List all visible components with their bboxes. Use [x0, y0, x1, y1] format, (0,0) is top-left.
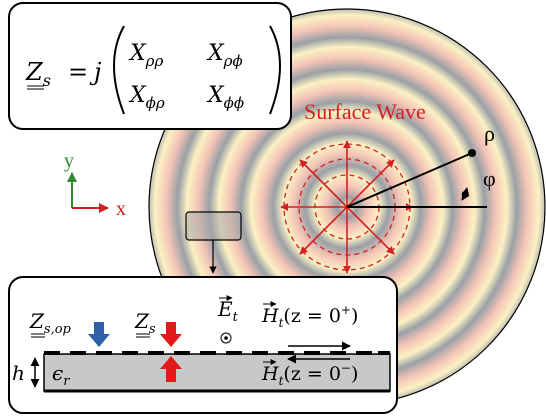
right-paren — [269, 25, 281, 115]
h-bot-subscript: t — [279, 374, 284, 388]
svg-text:Xρϕ: Xρϕ — [206, 41, 243, 70]
equals-sign: = — [68, 58, 88, 86]
h-top-sign: + — [341, 303, 351, 317]
x-pr-sub: ϕρ — [146, 94, 165, 112]
phi-label: φ — [483, 166, 496, 191]
rho-label: ρ — [484, 121, 495, 146]
h-top-symbol: H — [261, 305, 279, 327]
svg-text:Zs,op: Zs,op — [29, 309, 72, 337]
svg-text:Xρρ: Xρρ — [128, 41, 163, 70]
h-bot-symbol: H — [261, 363, 279, 385]
svg-text:Ht(z = 0+): Ht(z = 0+) — [261, 303, 358, 330]
x-rr-sub: ρρ — [145, 52, 164, 70]
x-pp-sub: ϕϕ — [224, 94, 244, 112]
y-axis-label: y — [64, 150, 74, 172]
z-s-subscript: s — [149, 322, 156, 337]
metal-patches — [44, 351, 390, 355]
svg-text:Et: Et — [217, 297, 239, 325]
h-bot-argument: (z = 0 — [283, 363, 341, 385]
polar-coordinate-lines — [346, 149, 487, 208]
h-top-argument: (z = 0 — [283, 305, 341, 327]
e-t-subscript: t — [233, 310, 239, 325]
x-pr: X — [128, 83, 147, 108]
h-top-close: ) — [351, 305, 358, 327]
unit-cell-marker — [185, 211, 242, 274]
red-arrow-up — [160, 356, 182, 382]
out-of-plane-field-icon — [220, 332, 232, 344]
h-bot-sign: − — [341, 361, 351, 375]
x-rp: X — [206, 41, 225, 66]
xy-axes: y x — [64, 150, 126, 220]
impedance-subscript: s — [43, 71, 51, 90]
impedance-symbol: Z — [25, 58, 44, 86]
svg-text:Xϕϕ: Xϕϕ — [206, 83, 244, 112]
permittivity-subscript: r — [63, 374, 70, 389]
svg-text:Zs: Zs — [25, 58, 51, 90]
surface-wave-label: Surface Wave — [304, 99, 426, 124]
red-arrow-down — [160, 322, 182, 347]
svg-text:Zs: Zs — [134, 309, 156, 337]
h-bot-close: ) — [351, 363, 358, 385]
svg-text:Xϕρ: Xϕρ — [128, 83, 165, 112]
z-op-symbol: Z — [29, 309, 45, 333]
left-paren — [113, 25, 125, 115]
x-rp-sub: ρϕ — [223, 52, 243, 70]
x-pp: X — [206, 83, 225, 108]
h-top-subscript: t — [279, 316, 284, 330]
x-rr: X — [128, 41, 147, 66]
svg-text:Ht(z = 0−): Ht(z = 0−) — [261, 361, 358, 388]
blue-arrow — [88, 322, 110, 347]
cross-section-box: Zs,op Zs Et Ht(z = 0+) Ht(z = 0−) — [8, 276, 398, 414]
thickness-label: h — [12, 361, 25, 385]
z-s-symbol: Z — [134, 309, 150, 333]
impedance-tensor-box: Zs = j Xρρ Xρϕ Xϕρ Xϕϕ — [8, 2, 292, 130]
z-op-subscript: s,op — [44, 322, 72, 337]
permittivity-symbol: ϵ — [52, 361, 63, 385]
x-axis-label: x — [116, 198, 126, 220]
e-t-symbol: E — [217, 297, 233, 321]
svg-text:ϵr: ϵr — [52, 361, 70, 389]
substrate-layer — [43, 353, 391, 392]
